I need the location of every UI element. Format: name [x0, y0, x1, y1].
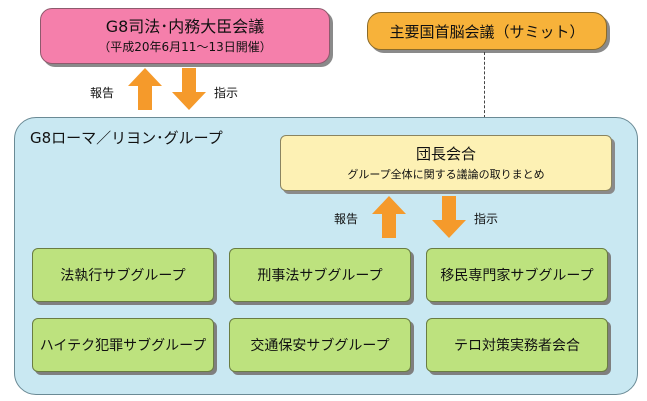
- subgroup-law-enforcement: 法執行サブグループ: [32, 248, 214, 302]
- subgroup-label: 交通保安サブグループ: [250, 338, 390, 354]
- summit-title: 主要国首脳会議（サミット）: [389, 22, 585, 41]
- up-arrow-icon: [128, 68, 162, 110]
- down-arrow-icon: [432, 196, 466, 238]
- instruct-label-inner: 指示: [474, 212, 499, 226]
- subgroup-label: 法執行サブグループ: [60, 268, 186, 284]
- summit-dashed-connector: [484, 52, 485, 118]
- instruct-label-top: 指示: [214, 86, 239, 100]
- subgroup-label: 刑事法サブグループ: [257, 268, 383, 284]
- subgroup-high-tech-crime: ハイテク犯罪サブグループ: [32, 318, 214, 372]
- g8-ministers-meeting-date: （平成20年6月11～13日開催）: [98, 40, 272, 54]
- report-label-top: 報告: [90, 86, 115, 100]
- down-arrow-icon: [172, 68, 206, 110]
- g8-ministers-meeting-title: G8司法･内務大臣会議: [105, 17, 265, 36]
- subgroup-criminal-law: 刑事法サブグループ: [229, 248, 411, 302]
- head-meeting-title: 団長会合: [415, 144, 476, 163]
- subgroup-label: テロ対策実務者会合: [454, 338, 580, 354]
- subgroup-label: 移民専門家サブグループ: [440, 268, 594, 284]
- roma-lyon-group-title: G8ローマ／リヨン･グループ: [30, 129, 223, 147]
- subgroup-counter-terrorism: テロ対策実務者会合: [426, 318, 608, 372]
- subgroup-label: ハイテク犯罪サブグループ: [39, 338, 207, 354]
- summit-box: 主要国首脳会議（サミット）: [367, 12, 607, 50]
- subgroup-migration-experts: 移民専門家サブグループ: [426, 248, 608, 302]
- head-meeting-subtitle: グループ全体に関する議論の取りまとめ: [347, 167, 545, 181]
- g8-ministers-meeting-box: G8司法･内務大臣会議 （平成20年6月11～13日開催）: [40, 8, 330, 64]
- report-label-inner: 報告: [334, 212, 359, 226]
- head-meeting-box: 団長会合 グループ全体に関する議論の取りまとめ: [280, 135, 612, 191]
- subgroup-transport-security: 交通保安サブグループ: [229, 318, 411, 372]
- up-arrow-icon: [372, 196, 406, 238]
